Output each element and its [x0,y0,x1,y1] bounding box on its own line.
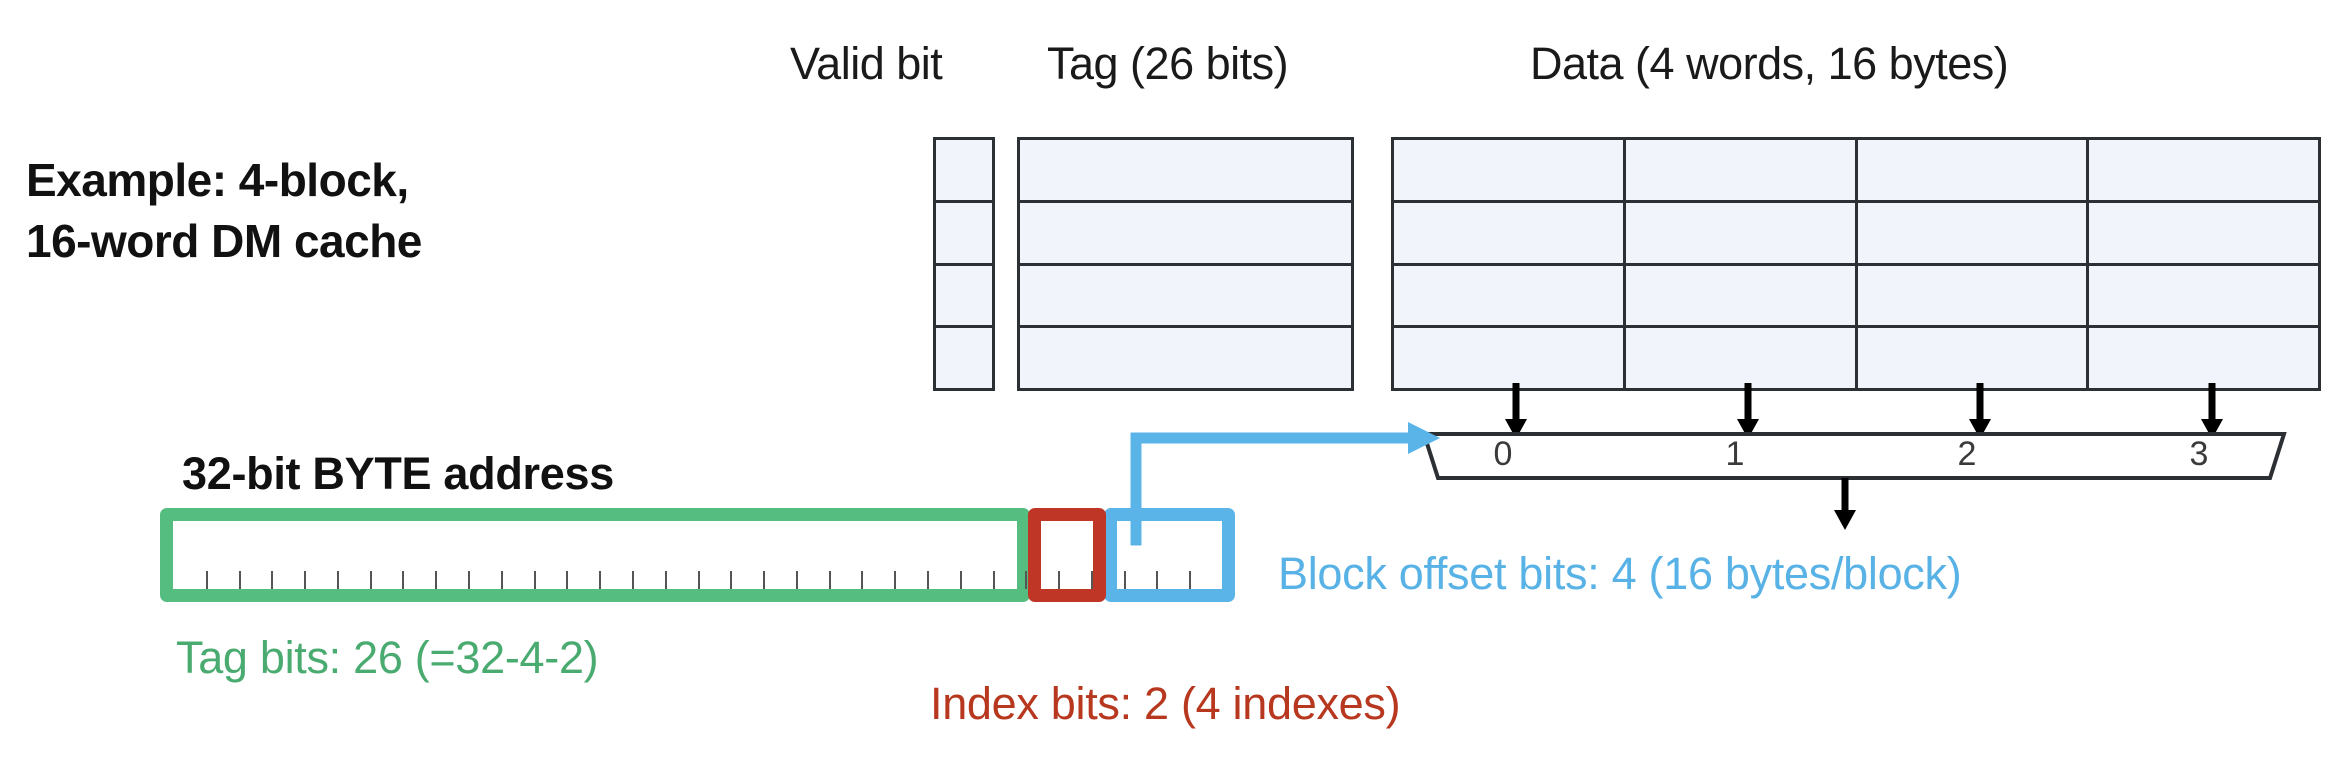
address-index-field [1028,508,1106,602]
data-cell [1394,328,1623,388]
tag-cell [1020,202,1351,263]
bit-tick [599,571,602,589]
data-cell [1625,265,1855,326]
bit-tick [959,571,962,589]
bit-tick-marks [173,571,1222,589]
data-cell [2089,328,2318,388]
data-cell [1857,140,2087,200]
data-cell [1394,202,1623,263]
bit-tick [828,571,831,589]
data-to-mux-arrow-icon [2199,383,2225,439]
data-cell [1857,265,2087,326]
mux-label-1: 1 [1725,435,1745,473]
bit-tick [566,571,569,589]
valid-bit-header: Valid bit [790,38,943,89]
bit-tick [730,571,733,589]
word-select-mux: 0 1 2 3 [1421,432,2287,480]
data-cell [1857,328,2087,388]
bit-tick [1025,571,1028,589]
data-to-mux-arrow-icon [1735,383,1761,439]
valid-bit-table [933,137,995,391]
tag-cell [1020,265,1351,326]
bit-tick [1123,571,1126,589]
data-table [1391,137,2321,391]
data-header: Data (4 words, 16 bytes) [1530,38,2009,89]
bit-tick [1058,571,1061,589]
valid-cell [936,265,992,326]
data-cell [2089,202,2318,263]
bit-tick [631,571,634,589]
bit-tick [763,571,766,589]
example-title: Example: 4-block, 16-word DM cache [26,154,422,267]
bit-tick [304,571,307,589]
bit-tick [500,571,503,589]
tag-cell [1020,140,1351,200]
bit-tick [861,571,864,589]
bit-tick [402,571,405,589]
offset-to-mux-connector [1120,418,1450,546]
data-cell [1625,140,1855,200]
address-title: 32-bit BYTE address [182,448,614,499]
mux-label-2: 2 [1957,435,1977,473]
bit-tick [664,571,667,589]
bit-tick [926,571,929,589]
data-cell [1625,202,1855,263]
address-bit-field-bar [160,508,1235,602]
valid-cell [936,140,992,200]
bit-tick [435,571,438,589]
bit-tick [533,571,536,589]
valid-cell [936,328,992,388]
bit-tick [205,571,208,589]
data-cell [1625,328,1855,388]
block-offset-bits-caption: Block offset bits: 4 (16 bytes/block) [1278,548,1962,599]
bit-tick [1090,571,1093,589]
bit-tick [894,571,897,589]
data-cell [1394,265,1623,326]
mux-output-arrow-icon [1832,478,1858,530]
bit-tick [697,571,700,589]
index-bits-caption: Index bits: 2 (4 indexes) [930,678,1401,729]
bit-tick [369,571,372,589]
data-to-mux-arrow-icon [1967,383,1993,439]
bit-tick [336,571,339,589]
valid-cell [936,202,992,263]
tag-table [1017,137,1354,391]
data-to-mux-arrow-icon [1503,383,1529,439]
bit-tick [271,571,274,589]
data-cell [1394,140,1623,200]
data-cell [1857,202,2087,263]
tag-header: Tag (26 bits) [1047,38,1289,89]
tag-cell [1020,328,1351,388]
bit-tick [992,571,995,589]
bit-tick [1189,571,1192,589]
data-cell [2089,265,2318,326]
mux-label-3: 3 [2189,435,2209,473]
tag-bits-caption: Tag bits: 26 (=32-4-2) [176,632,599,683]
data-cell [2089,140,2318,200]
bit-tick [468,571,471,589]
bit-tick [1156,571,1159,589]
bit-tick [795,571,798,589]
address-block-offset-field [1104,508,1235,602]
mux-label-0: 0 [1493,435,1513,473]
bit-tick [238,571,241,589]
